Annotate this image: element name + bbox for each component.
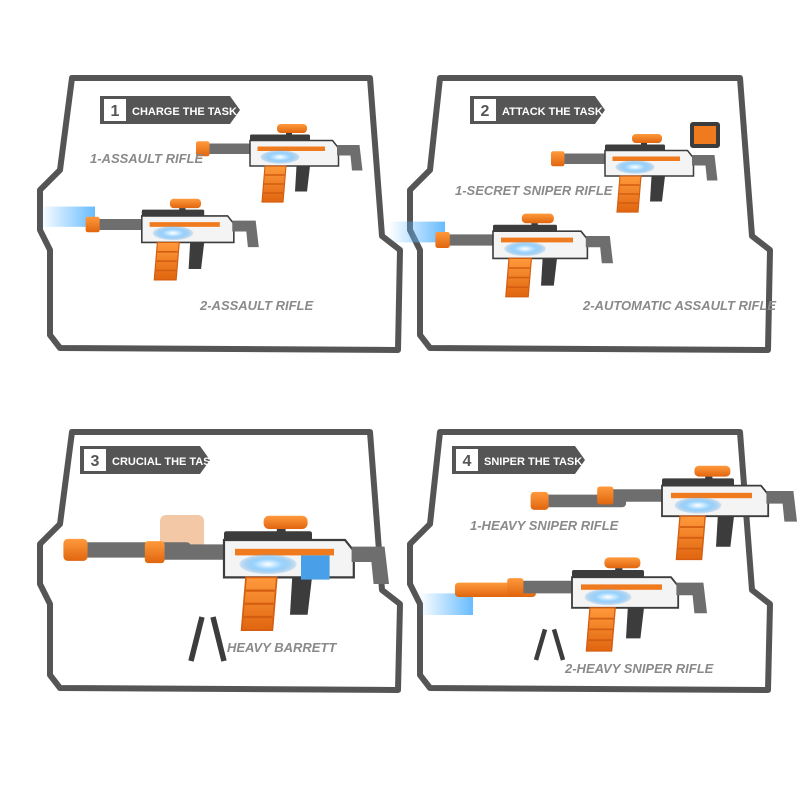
product-label: 2-ASSAULT RIFLE <box>199 298 313 313</box>
panel-4: 4 SNIPER THE TASK 1-HEAVY SNIPER RIFLE 2… <box>407 429 798 693</box>
panel-title: ATTACK THE TASK <box>502 106 603 118</box>
blaster-image <box>530 464 798 561</box>
product-label: 2-HEAVY SNIPER RIFLE <box>564 661 714 676</box>
panel-title-tag: 3 CRUCIAL THE TASK <box>80 446 219 474</box>
blaster-image <box>40 197 260 281</box>
product-label: 1-HEAVY SNIPER RIFLE <box>470 518 619 533</box>
panel-number: 2 <box>481 103 490 120</box>
panel-title: CHARGE THE TASK <box>132 106 237 118</box>
blaster-image <box>389 212 614 298</box>
panel-title-tag: 2 ATTACK THE TASK <box>470 96 605 124</box>
panel-2: 2 ATTACK THE TASK 1-SECRET SNIPER RIFLE … <box>389 75 776 353</box>
panel-title-tag: 1 CHARGE THE TASK <box>100 96 240 124</box>
product-label: 1-SECRET SNIPER RIFLE <box>455 183 613 198</box>
panel-frame <box>407 75 773 353</box>
panel-title-tag: 4 SNIPER THE TASK <box>452 446 585 474</box>
panel-1: 1 CHARGE THE TASK 1-ASSAULT RIFLE 2-ASSA… <box>37 75 403 353</box>
blaster-image <box>419 556 708 661</box>
product-label: 2-AUTOMATIC ASSAULT RIFLE <box>582 298 776 313</box>
product-label: HEAVY BARRETT <box>227 640 337 655</box>
blaster-image <box>63 514 391 662</box>
panel-number: 4 <box>463 453 472 470</box>
panel-number: 3 <box>91 453 100 470</box>
panel-title: CRUCIAL THE TASK <box>112 456 219 468</box>
panel-number: 1 <box>111 103 120 120</box>
panel-title: SNIPER THE TASK <box>484 456 582 468</box>
panel-3: 3 CRUCIAL THE TASK HEAVY BARRETT <box>37 429 403 693</box>
product-label: 1-ASSAULT RIFLE <box>90 151 203 166</box>
